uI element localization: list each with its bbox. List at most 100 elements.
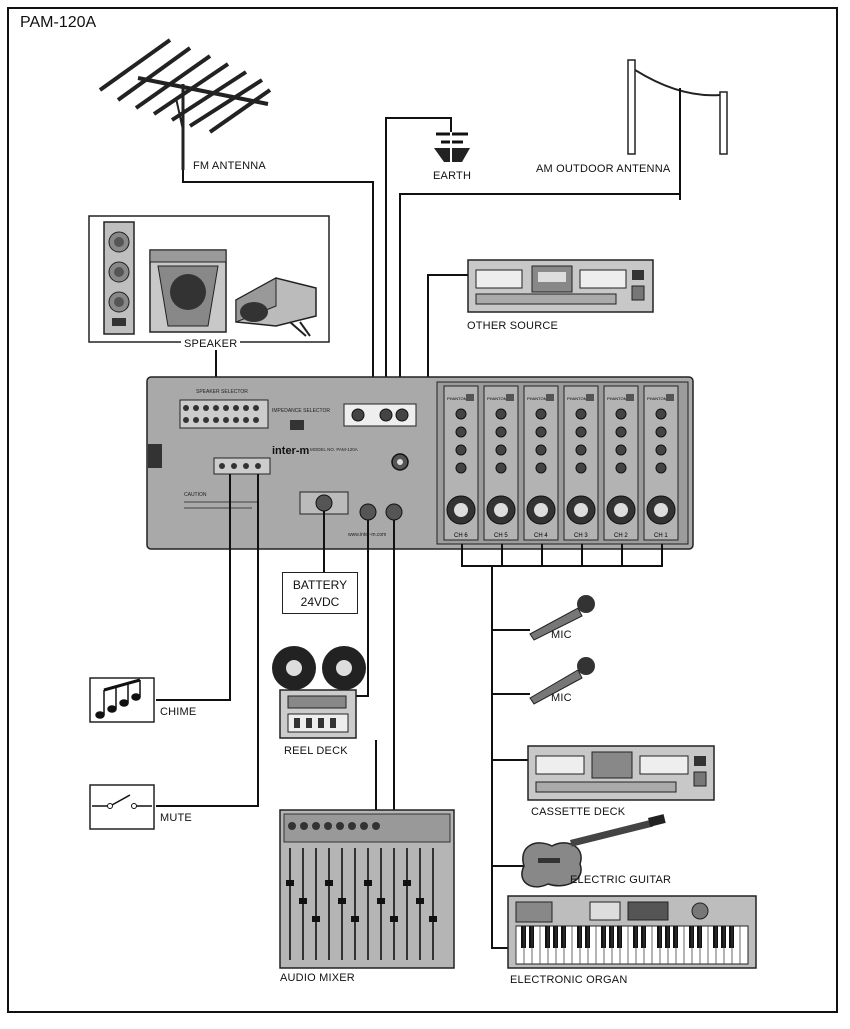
mixer-fader-knob: [403, 880, 411, 886]
electronic-organ-icon: [507, 895, 757, 969]
mixer-fader-knob: [299, 898, 307, 904]
audio-mixer-icon: [279, 809, 455, 969]
battery-box: BATTERY 24VDC: [282, 572, 358, 614]
mixer-knob: [324, 822, 332, 830]
earth-label: EARTH: [433, 170, 472, 182]
channel-knob: [655, 408, 667, 420]
mixer-knob: [312, 822, 320, 830]
mixer-fader-knob: [416, 898, 424, 904]
channel-label: CH 1: [654, 533, 668, 539]
instrument-bus: [491, 566, 508, 949]
mixer-knob: [288, 822, 296, 830]
microphone-2-icon: [529, 657, 595, 705]
reel-deck-icon: [272, 646, 366, 739]
channel-knob: [655, 462, 667, 474]
model-text: MODEL NO. PAM-120A: [310, 447, 358, 452]
mixer-fader-knob: [390, 916, 398, 922]
organ-black-key: [713, 926, 718, 948]
mic-1-label: MIC: [551, 629, 572, 641]
caution-text: CAUTION: [184, 492, 207, 498]
organ-black-key: [617, 926, 622, 948]
phantom-label: PHANTOM: [447, 396, 467, 401]
chime-label: CHIME: [160, 706, 197, 718]
brand-text: inter-m: [272, 445, 310, 457]
mute-label: MUTE: [160, 812, 192, 824]
mixer-fader-knob: [325, 880, 333, 886]
organ-black-key: [553, 926, 558, 948]
channel-label: CH 3: [574, 533, 588, 539]
mute-cable: [156, 474, 259, 807]
organ-black-key: [633, 926, 638, 948]
horn-speaker-icon: [235, 277, 317, 337]
channel-knob: [455, 426, 467, 438]
organ-black-key: [601, 926, 606, 948]
mixer-knob: [372, 822, 380, 830]
organ-black-key: [657, 926, 662, 948]
mixer-knob: [336, 822, 344, 830]
cassette-deck-icon: [527, 745, 715, 801]
channel-knob: [535, 462, 547, 474]
phantom-label: PHANTOM: [567, 396, 587, 401]
organ-black-key: [585, 926, 590, 948]
mixer-knob: [348, 822, 356, 830]
organ-black-key: [521, 926, 526, 948]
channel-knob: [615, 444, 627, 456]
channel-knob: [495, 444, 507, 456]
mixer-fader-knob: [351, 916, 359, 922]
channel-strip: PHANTOM CH 3: [563, 385, 599, 541]
mixer-fader-knob: [338, 898, 346, 904]
speaker-selector-text: SPEAKER SELECTOR: [196, 389, 248, 395]
mixer-knob: [300, 822, 308, 830]
am-antenna-icon: [627, 59, 728, 200]
mixer-fader-knob: [286, 880, 294, 886]
channel-label: CH 4: [534, 533, 548, 539]
instrument-branches: [492, 629, 530, 867]
reel-deck-label: REEL DECK: [284, 745, 348, 757]
am-outdoor-antenna-label: AM OUTDOOR ANTENNA: [536, 163, 671, 175]
channel-strip: PHANTOM CH 4: [523, 385, 559, 541]
fm-antenna-label: FM ANTENNA: [193, 160, 266, 172]
organ-black-key: [697, 926, 702, 948]
organ-black-key: [721, 926, 726, 948]
channel-knob: [615, 408, 627, 420]
channel-drops: [501, 544, 623, 566]
electric-guitar-label: ELECTRIC GUITAR: [570, 874, 672, 886]
organ-black-key: [561, 926, 566, 948]
channel-knob: [575, 462, 587, 474]
channel-knob: [535, 426, 547, 438]
audio-mixer-label: AUDIO MIXER: [280, 972, 355, 984]
electronic-organ-label: ELECTRONIC ORGAN: [510, 974, 628, 986]
fm-antenna-icon: [98, 38, 272, 170]
channel-knob: [535, 444, 547, 456]
earth-icon: [434, 132, 470, 165]
organ-black-key: [673, 926, 678, 948]
speaker-group: [88, 215, 330, 343]
diagram-title: PAM-120A: [20, 14, 97, 31]
frame-border: [7, 7, 838, 1013]
channel-knob: [615, 462, 627, 474]
electric-guitar-icon: [521, 814, 666, 888]
chime-icon: [89, 677, 155, 723]
mic-bus-top: [461, 544, 663, 567]
phantom-label: PHANTOM: [527, 396, 547, 401]
phantom-label: PHANTOM: [487, 396, 507, 401]
mute-switch-icon: [89, 784, 155, 830]
organ-black-key: [545, 926, 550, 948]
channel-knob: [495, 408, 507, 420]
mic-2-label: MIC: [551, 692, 572, 704]
cassette-deck-label: CASSETTE DECK: [531, 806, 626, 818]
organ-black-key: [577, 926, 582, 948]
channel-strip: PHANTOM CH 2: [603, 385, 639, 541]
am-antenna-cable: [399, 193, 680, 405]
battery-label: BATTERY: [292, 578, 348, 592]
phantom-label: PHANTOM: [607, 396, 627, 401]
power-socket-icon: [148, 444, 162, 468]
channel-label: CH 2: [614, 533, 628, 539]
mixer-fader-knob: [377, 898, 385, 904]
channel-knob: [575, 426, 587, 438]
organ-black-key: [529, 926, 534, 948]
